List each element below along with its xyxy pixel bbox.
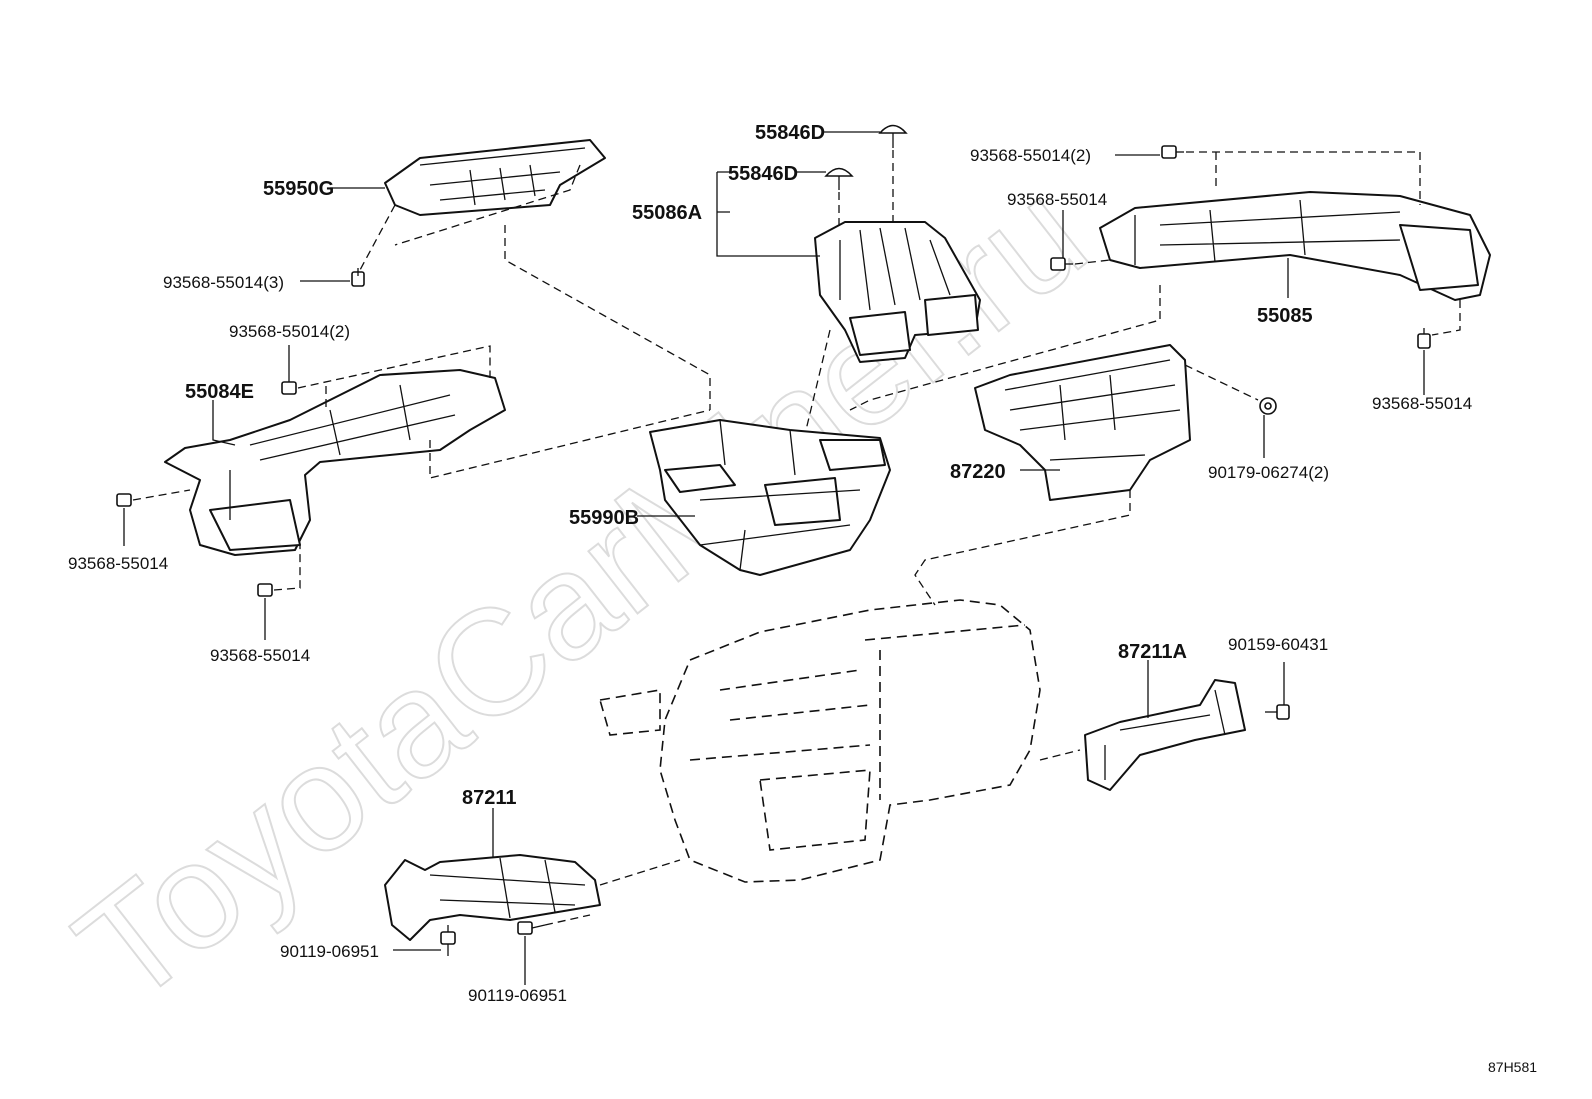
clip-icon [824,167,854,190]
diagram-id: 87H581 [1488,1059,1537,1075]
bolt-icon [1417,328,1431,349]
part-55950G-defroster-nozzle[interactable] [384,139,606,216]
clip-icon [878,124,908,148]
bolt-icon [116,493,132,507]
bolt-icon [1265,704,1290,720]
part-87220-duct[interactable] [974,344,1191,501]
label-93568-55014-r2: 93568-55014 [1372,394,1472,413]
label-55950G: 55950G [263,178,334,200]
bolt-icon [1050,257,1073,271]
label-55084E: 55084E [185,381,254,403]
label-55846D-b: 55846D [728,163,798,185]
label-93568-55014-3: 93568-55014(3) [163,273,284,292]
label-90119-06951-a: 90119-06951 [280,942,379,961]
label-87211: 87211 [462,787,517,809]
part-87211-duct[interactable] [384,854,601,941]
bolt-icon [1161,145,1184,159]
bolt-icon [351,268,365,287]
label-90179-06274-2: 90179-06274(2) [1208,463,1329,482]
label-55085: 55085 [1257,305,1313,327]
part-55086A-center-duct[interactable] [814,221,981,363]
label-93568-55014-l1: 93568-55014 [68,554,168,573]
nut-icon [1259,397,1277,415]
bolt-icon [281,381,297,395]
bolt-icon [440,931,456,956]
hvac-unit-ghost [598,599,1041,883]
label-87220: 87220 [950,461,1006,483]
label-90159-60431: 90159-60431 [1228,635,1328,654]
label-87211A: 87211A [1118,641,1187,663]
bolt-icon [257,583,273,597]
part-55085-right-duct[interactable] [1099,191,1491,301]
label-93568-55014-2-left: 93568-55014(2) [229,322,350,341]
label-55990B: 55990B [569,507,639,529]
label-55086A: 55086A [632,202,702,224]
label-93568-55014-2-top: 93568-55014(2) [970,146,1091,165]
part-87211A-duct[interactable] [1084,679,1246,791]
label-93568-55014-r1: 93568-55014 [1007,190,1107,209]
part-55990B-register-housing[interactable] [649,419,891,576]
label-55846D-a: 55846D [755,122,825,144]
part-55084E-left-duct[interactable] [164,369,506,556]
bolt-icon [517,921,546,935]
label-90119-06951-b: 90119-06951 [468,986,567,1005]
label-93568-55014-l2: 93568-55014 [210,646,310,665]
